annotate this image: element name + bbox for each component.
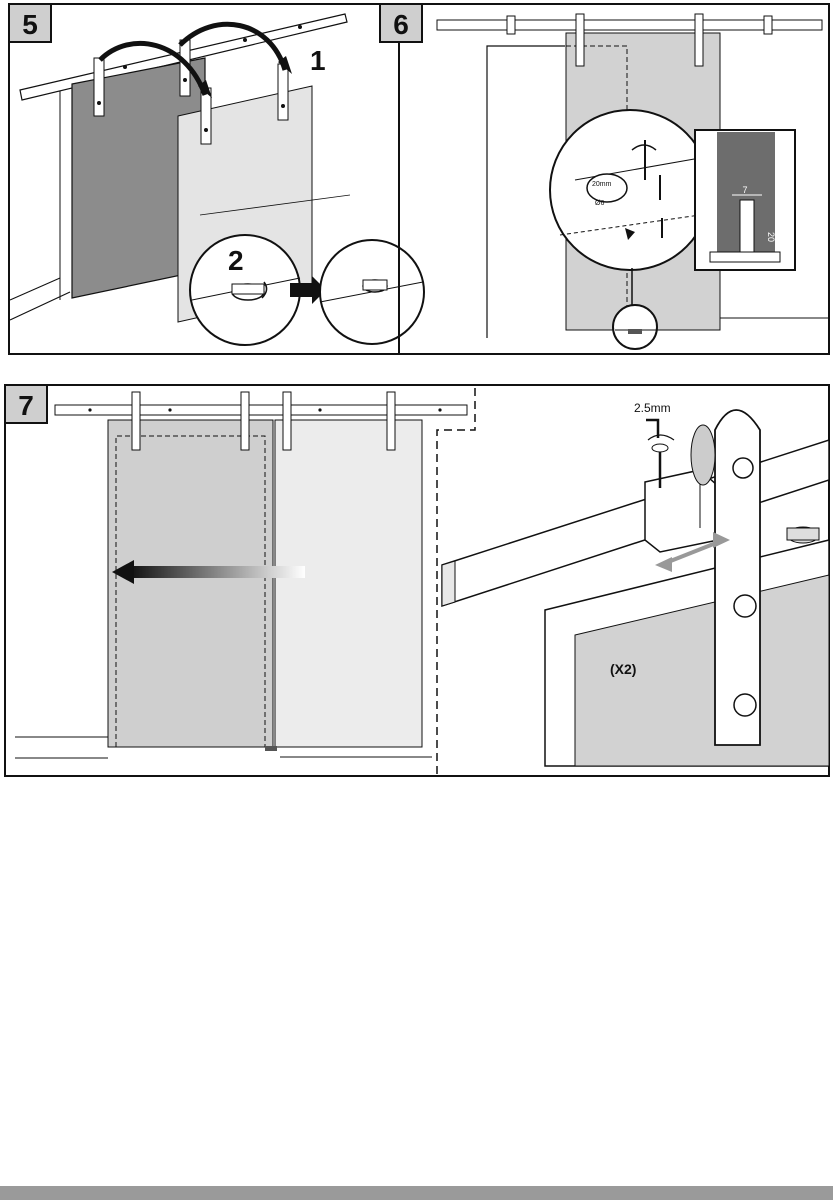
- svg-text:6: 6: [393, 9, 409, 40]
- tool-size-label: 2.5mm: [634, 401, 671, 415]
- footer-bar: [0, 1186, 833, 1200]
- svg-text:20: 20: [766, 232, 776, 242]
- detail-circle-stopper-loose: 2: [189, 234, 301, 346]
- panel-step-6: 6 20mm Ø6: [379, 3, 830, 355]
- door-light: [265, 419, 423, 751]
- svg-text:Ø6: Ø6: [595, 200, 604, 207]
- slide-direction-arrow: [112, 560, 305, 584]
- step-badge-5: 5: [8, 3, 52, 43]
- sliding-rail: [54, 404, 468, 416]
- step-badge-6: 6: [379, 3, 423, 43]
- hanger-strap: [575, 13, 704, 67]
- callout-2: 2: [228, 245, 244, 276]
- detail-rail-stopper: 2.5mm (X2): [441, 401, 830, 767]
- detail-box-slot: 7 20: [694, 129, 796, 271]
- hanger-strap: [131, 391, 396, 451]
- panel-step-5: 5: [8, 3, 425, 355]
- step-badge-7: 7: [4, 384, 48, 424]
- svg-text:5: 5: [22, 9, 38, 40]
- svg-text:7: 7: [742, 185, 747, 195]
- lift-arrow: [98, 21, 292, 98]
- panel-step-7: 7: [4, 384, 830, 777]
- detail-circle-stopper-fixed: [319, 239, 425, 345]
- detail-circle-floor-guide: 20mm Ø6: [549, 109, 711, 271]
- detail-circle-small: [612, 304, 658, 350]
- sliding-rail: [436, 15, 823, 35]
- door-mid: [107, 419, 274, 748]
- quantity-label: (X2): [610, 661, 636, 677]
- transition-arrow: [290, 276, 326, 304]
- svg-text:20mm: 20mm: [592, 181, 612, 188]
- callout-1: 1: [310, 45, 326, 76]
- svg-text:7: 7: [18, 390, 34, 421]
